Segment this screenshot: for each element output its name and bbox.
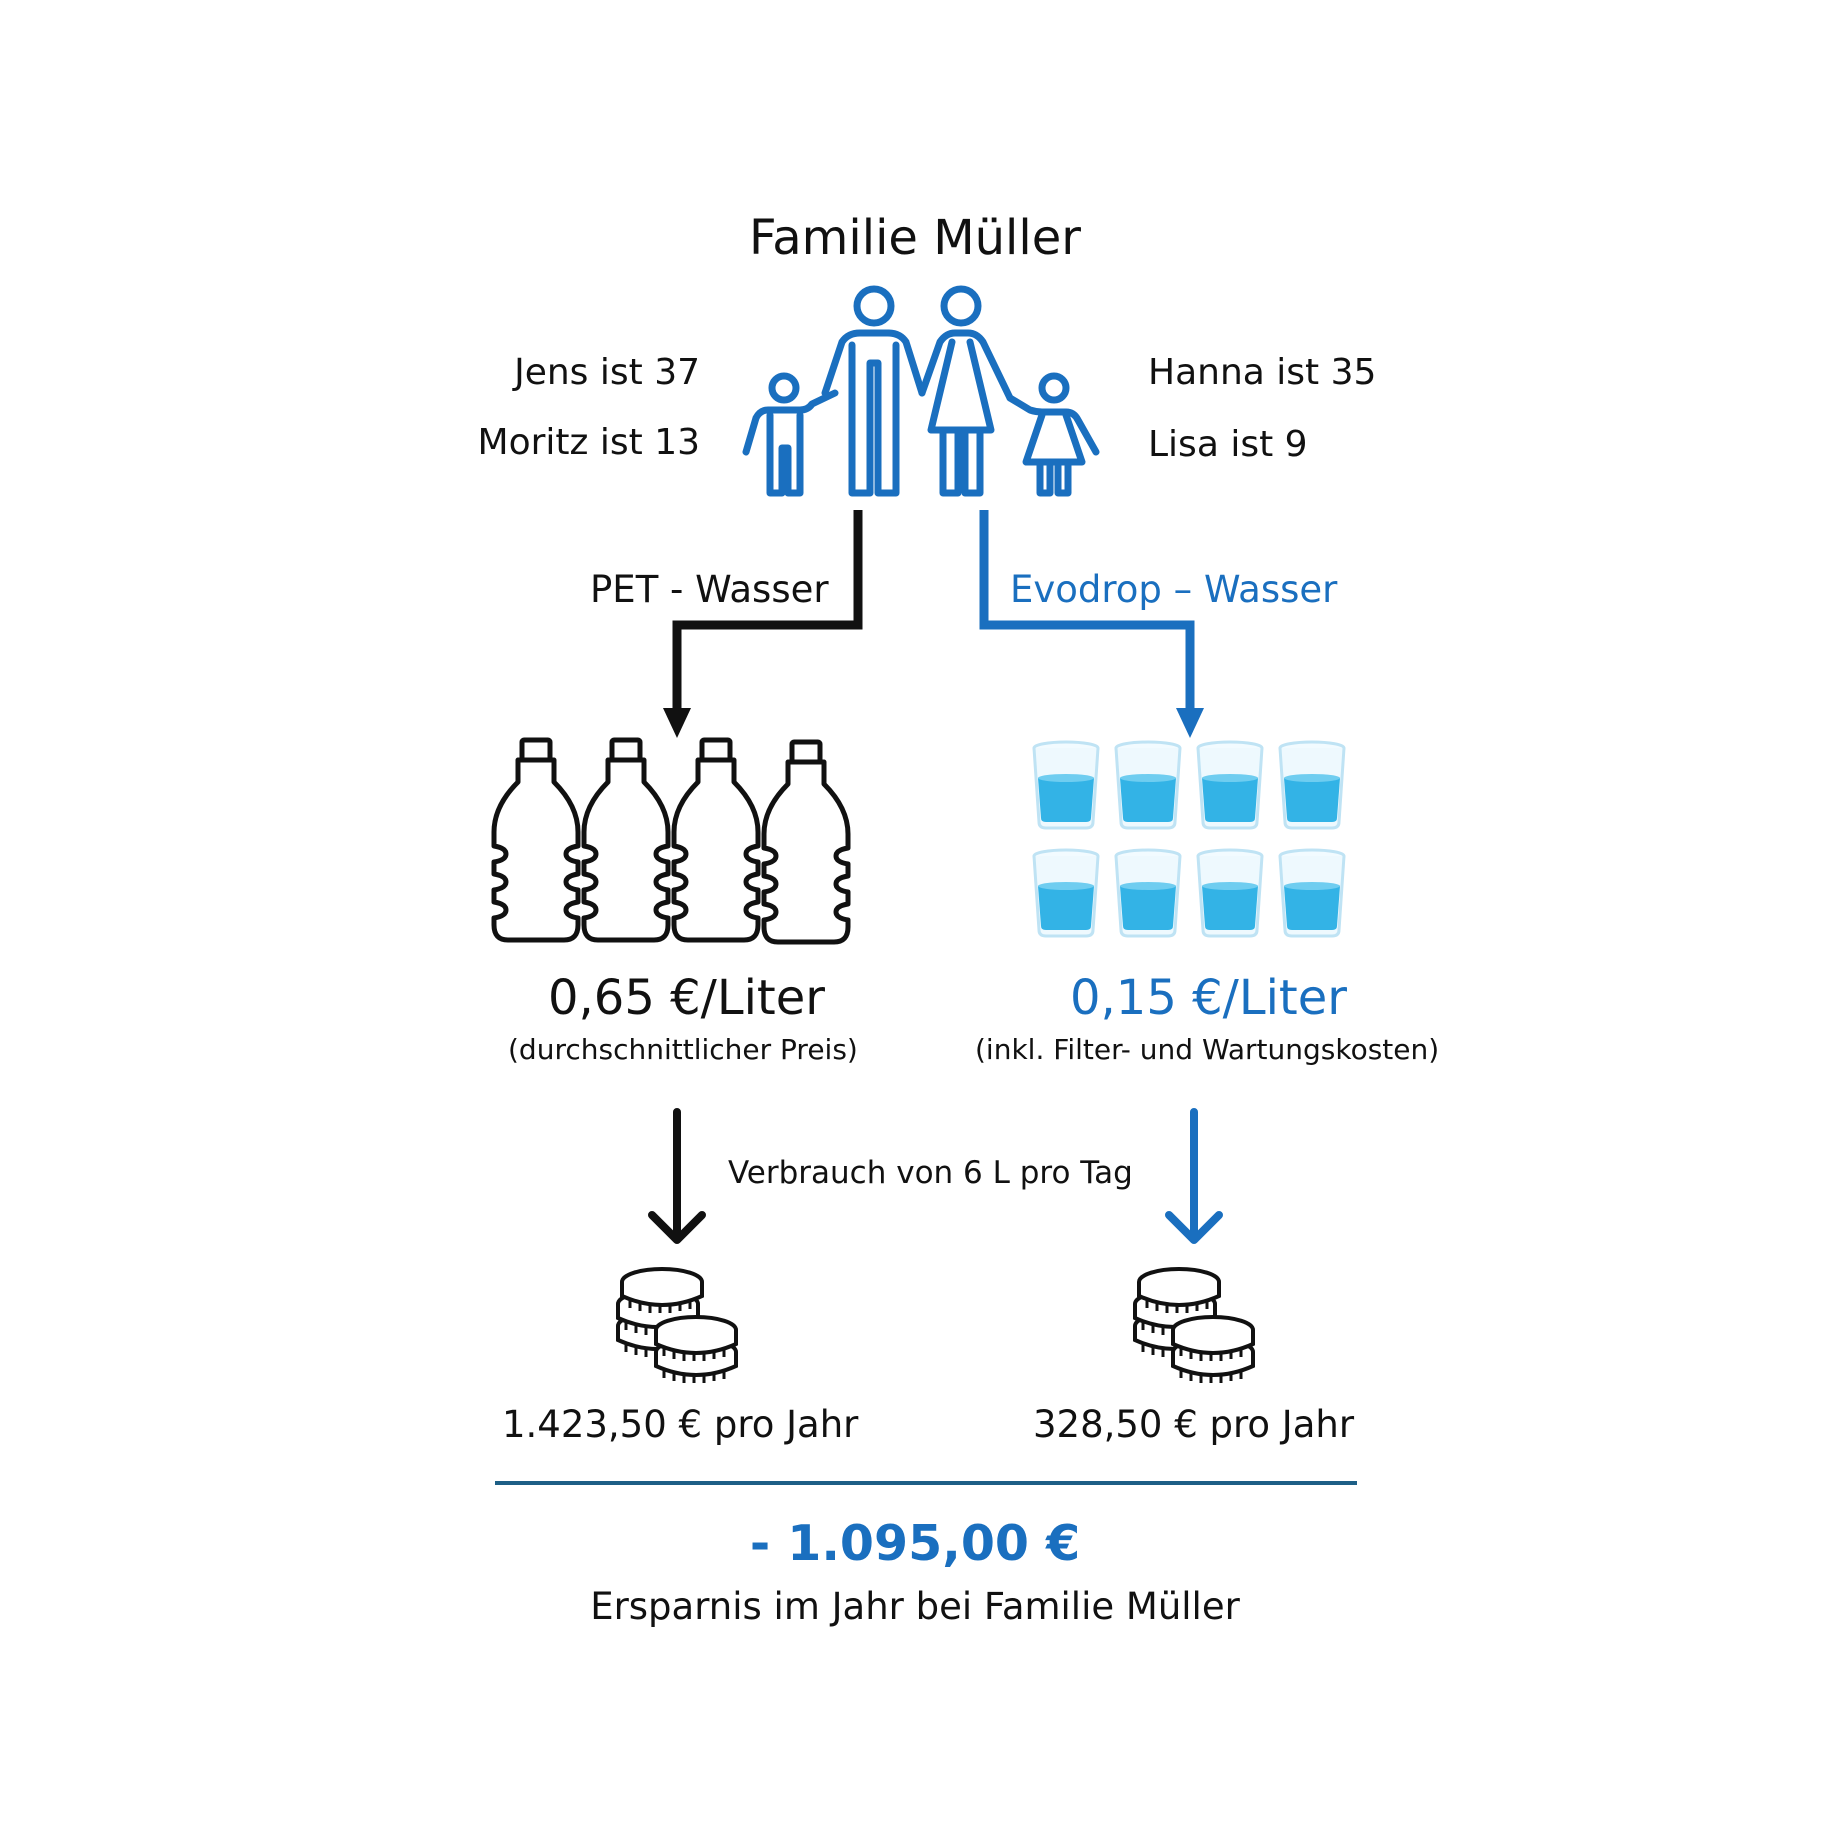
evodrop-price-note: (inkl. Filter- und Wartungskosten) bbox=[975, 1033, 1440, 1066]
arrow-down-icon bbox=[1165, 1108, 1223, 1244]
water-glass-icon bbox=[1278, 848, 1346, 938]
water-glass-icon bbox=[1196, 848, 1264, 938]
member-jens: Jens ist 37 bbox=[514, 352, 700, 393]
pet-branch-label: PET - Wasser bbox=[590, 568, 829, 611]
water-glass-icon bbox=[1032, 740, 1100, 830]
pet-connector bbox=[672, 510, 863, 715]
pet-yearly-cost: 1.423,50 € pro Jahr bbox=[502, 1403, 859, 1446]
bottle-icon bbox=[584, 740, 668, 940]
pet-arrow-icon bbox=[663, 708, 691, 738]
water-glass-icon bbox=[1032, 848, 1100, 938]
family-icon bbox=[742, 285, 1100, 497]
evodrop-arrow-icon bbox=[1176, 708, 1204, 738]
glass-group bbox=[1032, 740, 1346, 938]
member-moritz: Moritz ist 13 bbox=[477, 422, 700, 463]
coin-stack-icon bbox=[1133, 1267, 1255, 1385]
bottle-group bbox=[494, 740, 848, 942]
water-glass-icon bbox=[1114, 848, 1182, 938]
evodrop-yearly-cost: 328,50 € pro Jahr bbox=[1033, 1403, 1355, 1446]
evodrop-connector bbox=[979, 510, 1195, 715]
arrow-down-icon bbox=[648, 1108, 706, 1244]
bottle-icon bbox=[764, 742, 848, 942]
pet-price: 0,65 €/Liter bbox=[548, 970, 826, 1026]
member-hanna: Hanna ist 35 bbox=[1148, 352, 1377, 393]
water-glass-icon bbox=[1278, 740, 1346, 830]
diagram-title: Familie Müller bbox=[749, 210, 1081, 266]
coin-stack-icon bbox=[616, 1267, 738, 1385]
saving-amount: - 1.095,00 € bbox=[749, 1515, 1081, 1572]
usage-label: Verbrauch von 6 L pro Tag bbox=[728, 1155, 1133, 1191]
pet-price-note: (durchschnittlicher Preis) bbox=[508, 1033, 858, 1066]
bottle-icon bbox=[494, 740, 578, 940]
bottle-icon bbox=[674, 740, 758, 940]
water-glass-icon bbox=[1114, 740, 1182, 830]
evodrop-branch-label: Evodrop – Wasser bbox=[1010, 568, 1338, 611]
member-lisa: Lisa ist 9 bbox=[1148, 424, 1308, 465]
evodrop-price: 0,15 €/Liter bbox=[1070, 970, 1348, 1026]
water-glass-icon bbox=[1196, 740, 1264, 830]
saving-label: Ersparnis im Jahr bei Familie Müller bbox=[590, 1585, 1240, 1628]
